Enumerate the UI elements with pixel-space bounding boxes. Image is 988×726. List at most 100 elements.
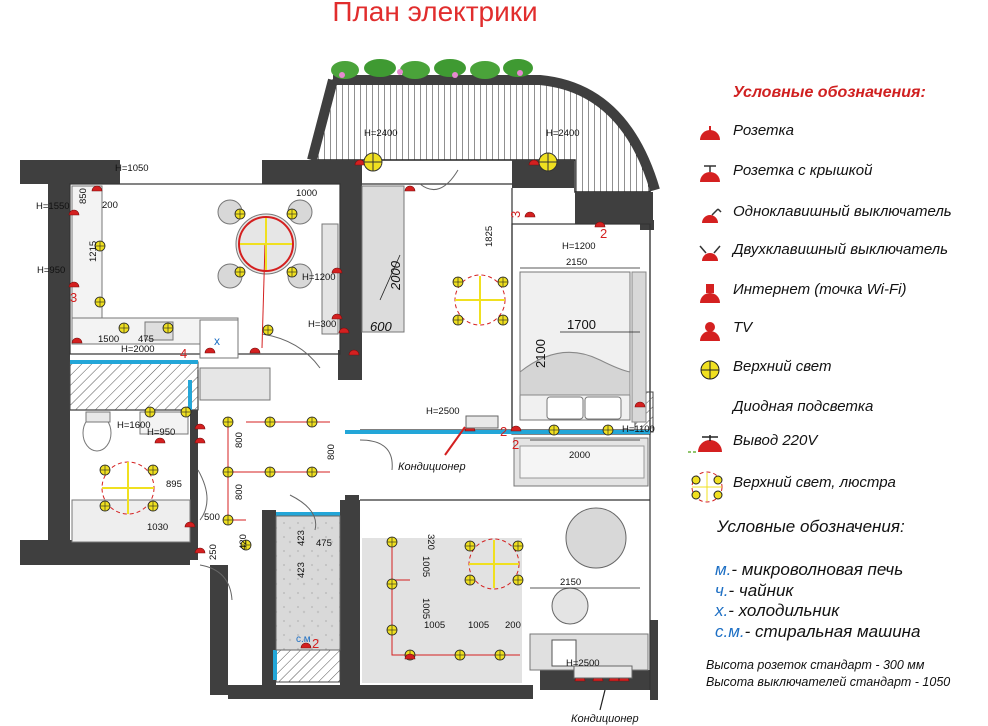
ceiling-light-icon	[286, 208, 298, 220]
count-label: 2	[600, 226, 607, 241]
sofa	[513, 437, 649, 487]
socket-icon	[338, 327, 350, 334]
dimension-label: 320	[425, 534, 436, 550]
count-label: 2	[500, 424, 507, 439]
balcony	[307, 59, 660, 193]
dimension-lines	[379, 254, 640, 589]
socket-icon	[194, 423, 206, 430]
socket-icon	[331, 267, 343, 274]
abbr-washer: с.м.- стиральная машина	[715, 622, 921, 641]
socket-icon	[184, 521, 196, 528]
dimension-label: 2000	[388, 260, 403, 291]
dimension-label: 1005	[420, 598, 431, 619]
socket-icon	[68, 281, 80, 288]
dimension-label: 420	[238, 534, 249, 550]
door-arcs	[197, 169, 459, 601]
internet-icon	[700, 284, 720, 303]
height-label: H=950	[147, 427, 175, 438]
ceiling-light-icon	[386, 624, 398, 636]
dimension-label: 2150	[560, 577, 581, 588]
dimension-label: 1700	[567, 317, 596, 332]
abbr-microwave: м.- микроволновая печь	[715, 560, 904, 579]
socket-icon	[91, 185, 103, 192]
socket-icon	[194, 547, 206, 554]
height-label: H=2500	[566, 658, 600, 669]
ceiling-light-icon	[99, 500, 111, 512]
ceiling-light-icon	[386, 536, 398, 548]
ceiling-light-icon	[306, 416, 318, 428]
note-switch-height: Высота выключателей стандарт - 1050	[706, 675, 951, 689]
ceiling-light-icon	[180, 406, 192, 418]
legend-socket-lid: Розетка с крышкой	[733, 162, 873, 179]
hatched-wall-hall	[275, 649, 341, 683]
socket-icon	[404, 653, 416, 660]
dimension-label: 1005	[420, 556, 431, 577]
ceiling-light-icon	[147, 500, 159, 512]
legend-outlet-220v: Вывод 220V	[733, 432, 818, 449]
height-label: H=2500	[426, 406, 460, 417]
dimension-label: 1005	[468, 620, 489, 631]
dimension-label: 1825	[484, 226, 495, 247]
height-label: H=1200	[562, 241, 596, 252]
legend-led-strip: Диодная подсветка	[733, 398, 874, 415]
count-label: 2	[512, 437, 519, 452]
living-floor-shade	[362, 538, 522, 683]
wardrobe	[361, 185, 405, 333]
ceiling-light-icon	[222, 514, 234, 526]
abbr-kettle: ч.- чайник	[715, 581, 794, 600]
legend-internet: Интернет (точка Wi-Fi)	[733, 281, 907, 298]
dimension-label: 895	[166, 479, 182, 490]
legend-title: Условные обозначения:	[733, 84, 926, 101]
desk	[529, 633, 649, 671]
abbreviations-title: Условные обозначения:	[717, 517, 905, 536]
height-label: H=300	[308, 319, 336, 330]
hatched-wall-bath	[69, 361, 199, 411]
socket-icon	[204, 347, 216, 354]
ceiling-light-icon	[264, 466, 276, 478]
ceiling-light-icon	[240, 539, 252, 551]
ceiling-light-icon	[512, 540, 524, 552]
ceiling-light-icon	[234, 208, 246, 220]
dimension-label: 800	[234, 432, 245, 448]
ceiling-light-icon	[147, 464, 159, 476]
ac-unit-bottom	[573, 665, 633, 679]
dimension-label: 1215	[88, 241, 99, 262]
legend-chandelier: Верхний свет, люстра	[733, 474, 896, 491]
socket-icon	[594, 221, 606, 228]
outlet-220v-icon	[688, 435, 722, 453]
legend-double-switch: Двухклавишный выключатель	[733, 241, 949, 258]
height-label: H=950	[37, 265, 65, 276]
socket-icon	[154, 437, 166, 444]
dimension-label: 800	[326, 444, 337, 460]
bathroom-fixtures	[71, 411, 191, 543]
socket-lid-icon	[700, 165, 720, 182]
double-switch-icon	[699, 245, 721, 261]
socket-icon	[510, 425, 522, 432]
ac-arrow-bottom	[599, 689, 606, 711]
dimension-label: 1000	[296, 188, 317, 199]
dimension-label: 500	[204, 512, 220, 523]
ceiling-light-icon	[497, 276, 509, 288]
ceiling-light-icon	[144, 406, 156, 418]
dimension-label: 200	[102, 200, 118, 211]
socket-icon	[348, 349, 360, 356]
dimension-label: 200	[505, 620, 521, 631]
height-label: H=2400	[546, 128, 580, 139]
dimension-label: 1005	[424, 620, 445, 631]
ac-unit-mid	[465, 415, 499, 429]
legend-tv: TV	[733, 319, 753, 336]
dimension-label: 2150	[566, 257, 587, 268]
ceiling-light-icon	[99, 464, 111, 476]
ceiling-light-icon	[234, 266, 246, 278]
dimension-label: 2100	[533, 339, 548, 368]
socket-icon	[700, 126, 720, 140]
height-label: H=2400	[364, 128, 398, 139]
round-table	[565, 507, 627, 569]
ceiling-light-icon	[464, 540, 476, 552]
laptop	[551, 639, 577, 667]
chandelier-bath	[101, 461, 155, 515]
ceiling-light-icon	[464, 574, 476, 586]
dimension-label: 475	[316, 538, 332, 549]
ceiling-lights	[94, 208, 614, 661]
sockets	[68, 159, 646, 682]
